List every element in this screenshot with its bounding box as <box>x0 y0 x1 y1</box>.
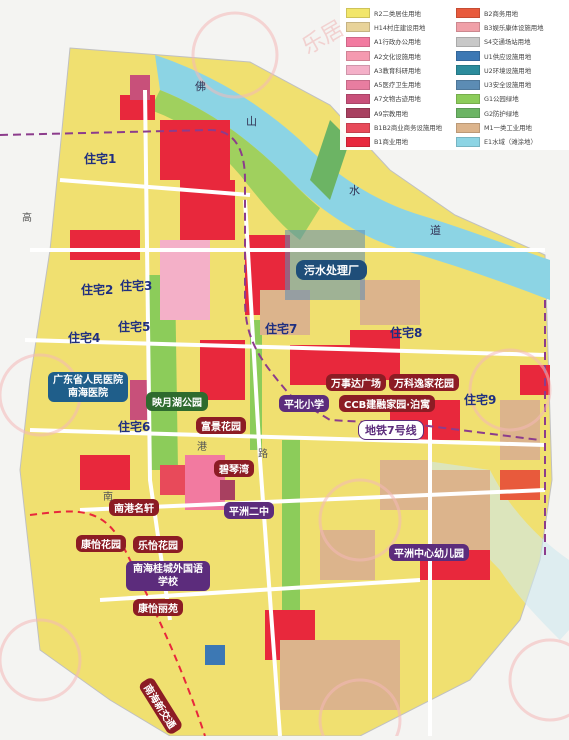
poi-leyi-garden: 乐怡花园 <box>133 536 183 553</box>
poi-guicheng-school: 南海桂城外国语学校 <box>126 561 210 591</box>
legend-swatch <box>456 93 480 104</box>
legend-swatch <box>346 93 370 104</box>
residential-label-2: 住宅2 <box>81 283 114 297</box>
map-text-gang: 港 <box>197 442 207 453</box>
legend-item-b3: B3娱乐康体设施用地 <box>456 20 569 34</box>
legend-item-u1: U1供应设施用地 <box>456 49 569 63</box>
legend-panel <box>340 0 569 150</box>
legend-item-a9: A9宗教用地 <box>346 106 521 120</box>
legend-item-u3: U3安全设施用地 <box>456 77 569 91</box>
legend-swatch <box>456 51 480 62</box>
legend-label: A3教育科研用地 <box>374 66 421 75</box>
legend-column-left: R2二类居住用地 H14村庄建设用地 A1行政办公用地 A2文化设施用地 A3教育科研用… <box>346 6 521 149</box>
poi-wanshida: 万事达广场 <box>326 374 386 391</box>
legend-item-u2: U2环境设施用地 <box>456 63 569 77</box>
legend-item-a2: A2文化设施用地 <box>346 49 521 63</box>
legend-swatch <box>456 136 480 147</box>
legend-label: H14村庄建设用地 <box>374 23 426 32</box>
legend-item-r2: R2二类居住用地 <box>346 6 521 20</box>
legend-label: U1供应设施用地 <box>484 52 532 61</box>
residential-label-7: 住宅7 <box>265 322 298 336</box>
legend-label: A1行政办公用地 <box>374 38 421 47</box>
legend-swatch <box>346 8 370 19</box>
legend-swatch <box>456 36 480 47</box>
residential-label-8: 住宅8 <box>390 326 423 340</box>
poi-yingyue-park: 映月湖公园 <box>146 392 208 411</box>
legend-label: B3娱乐康体设施用地 <box>484 23 544 32</box>
residential-label-5: 住宅5 <box>118 320 151 334</box>
map-text-shui: 水 <box>349 184 360 197</box>
legend-item-a5: A5医疗卫生用地 <box>346 77 521 91</box>
legend-swatch <box>456 8 480 19</box>
legend-item-a3: A3教育科研用地 <box>346 63 521 77</box>
poi-hospital: 广东省人民医院南海医院 <box>48 372 128 402</box>
legend-item-b2: B2商务用地 <box>456 6 569 20</box>
legend-label: M1一类工业用地 <box>484 124 532 133</box>
legend-item-a1: A1行政办公用地 <box>346 35 521 49</box>
legend-label: U2环境设施用地 <box>484 66 532 75</box>
map-text-lu: 路 <box>258 449 268 460</box>
residential-label-4: 住宅4 <box>68 331 101 345</box>
legend-label: G2防护绿地 <box>484 109 519 118</box>
legend-swatch <box>456 65 480 76</box>
poi-kangyi-liyuan: 康怡丽苑 <box>133 599 183 616</box>
legend-swatch <box>346 136 370 147</box>
poi-pingbei-school: 平北小学 <box>279 395 329 412</box>
poi-fujing: 富景花园 <box>196 417 246 434</box>
poi-ccb: CCB建融家园·泊寓 <box>339 395 436 412</box>
poi-vanke: 万科逸家花园 <box>389 374 459 391</box>
legend-swatch <box>456 79 480 90</box>
legend-column-right: B2商务用地 B3娱乐康体设施用地 S4交通场站用地 U1供应设施用地 U2环境设施用地… <box>456 6 569 149</box>
legend-swatch <box>456 108 480 119</box>
poi-pingzhou-kindergarten: 平洲中心幼儿园 <box>389 544 469 561</box>
poi-wastewater: 污水处理厂 <box>296 260 367 280</box>
legend-label: B1商业用地 <box>374 138 409 147</box>
residential-label-9: 住宅9 <box>464 393 497 407</box>
legend-swatch <box>346 108 370 119</box>
legend-item-a7: A7文物古迹用地 <box>346 92 521 106</box>
poi-kangyi-garden: 康怡花园 <box>76 535 126 552</box>
poi-biqinwan: 碧琴湾 <box>214 460 254 477</box>
legend-swatch <box>346 122 370 133</box>
map-text-gao: 高 <box>22 213 32 224</box>
legend-item-m1: M1一类工业用地 <box>456 120 569 134</box>
legend-label: B1B2商业商务设施用地 <box>374 124 443 133</box>
legend-label: B2商务用地 <box>484 9 519 18</box>
map-text-fo: 佛 <box>195 80 206 93</box>
residential-label-1: 住宅1 <box>84 152 117 166</box>
legend-item-g2: G2防护绿地 <box>456 106 569 120</box>
poi-pingzhou2: 平洲二中 <box>224 502 274 519</box>
map-text-dao: 道 <box>430 224 441 237</box>
poi-metro7: 地铁7号线 <box>358 420 424 440</box>
legend-label: A5医疗卫生用地 <box>374 81 421 90</box>
legend-label: S4交通场站用地 <box>484 38 531 47</box>
legend-swatch <box>346 79 370 90</box>
residential-label-3: 住宅3 <box>120 279 153 293</box>
legend-swatch <box>346 65 370 76</box>
legend-item-g1: G1公园绿地 <box>456 92 569 106</box>
legend-label: G1公园绿地 <box>484 95 519 104</box>
legend-item-b1: B1商业用地 <box>346 135 521 149</box>
map-text-shan: 山 <box>246 115 257 128</box>
legend-swatch <box>456 22 480 33</box>
map-text-nan: 南 <box>103 492 113 503</box>
residential-label-6: 住宅6 <box>118 420 151 434</box>
legend-label: A7文物古迹用地 <box>374 95 421 104</box>
river <box>155 55 550 300</box>
legend-label: R2二类居住用地 <box>374 9 421 18</box>
legend-swatch <box>346 51 370 62</box>
poi-nangang: 南港名轩 <box>109 499 159 516</box>
legend-label: U3安全设施用地 <box>484 81 532 90</box>
legend-item-s4: S4交通场站用地 <box>456 35 569 49</box>
legend-item-h14: H14村庄建设用地 <box>346 20 521 34</box>
legend-label: E1水域（滩涂地） <box>484 138 537 147</box>
legend-item-e1: E1水域（滩涂地） <box>456 135 569 149</box>
legend-swatch <box>346 36 370 47</box>
legend-swatch <box>346 22 370 33</box>
legend-item-b1b2: B1B2商业商务设施用地 <box>346 120 521 134</box>
legend-label: A9宗教用地 <box>374 109 408 118</box>
legend-swatch <box>456 122 480 133</box>
legend-label: A2文化设施用地 <box>374 52 421 61</box>
